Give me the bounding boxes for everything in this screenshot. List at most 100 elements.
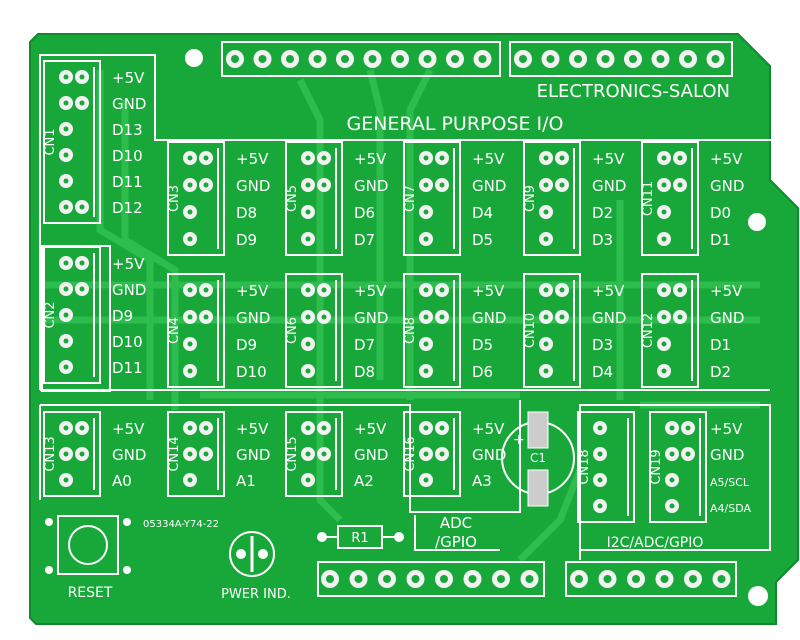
pin-pad-hole xyxy=(423,425,429,431)
pin-label: A1 xyxy=(236,472,256,490)
pin-label: A2 xyxy=(354,472,374,490)
pin-label: A3 xyxy=(472,472,492,490)
pin-pad-hole xyxy=(597,451,603,457)
mounting-hole-top-left xyxy=(185,49,203,67)
pin-pad-hole xyxy=(63,477,69,483)
header-pad-hole xyxy=(711,55,720,63)
pin-pad-hole xyxy=(187,155,193,161)
connector-housing xyxy=(43,60,101,224)
pin-label: D13 xyxy=(112,121,143,139)
connector-housing xyxy=(523,141,581,256)
pin-pad-hole xyxy=(597,425,603,431)
connector-housing xyxy=(167,141,225,256)
pin-pad-alt-hole xyxy=(79,286,85,292)
r1-label: R1 xyxy=(351,531,368,546)
pin-pad-hole xyxy=(543,314,549,320)
pin-label: +5V xyxy=(472,150,505,168)
pin-pad-hole xyxy=(423,209,429,215)
pin-pad-alt-hole xyxy=(559,155,565,161)
pin-pad-hole xyxy=(63,74,69,80)
pin-pad-alt-hole xyxy=(439,451,445,457)
pin-label: D6 xyxy=(472,363,493,381)
pin-label: D10 xyxy=(112,333,143,351)
pin-pad-alt-hole xyxy=(321,155,327,161)
connector-name: CN16 xyxy=(403,436,418,471)
pin-pad-hole xyxy=(63,364,69,370)
pin-pad-hole xyxy=(423,314,429,320)
pin-pad-hole xyxy=(63,260,69,266)
pin-pad-hole xyxy=(661,287,667,293)
pin-pad-hole xyxy=(543,236,549,242)
pin-label: D1 xyxy=(710,231,731,249)
pin-label: D11 xyxy=(112,359,143,377)
c1-label: C1 xyxy=(530,451,546,465)
pin-label: +5V xyxy=(710,282,743,300)
pin-pad-alt-hole xyxy=(79,74,85,80)
pin-pad-hole xyxy=(543,155,549,161)
header-pad-hole xyxy=(258,55,267,63)
pin-label: +5V xyxy=(112,255,145,273)
part-number-label: 05334A-Y74-22 xyxy=(143,519,219,530)
pin-pad-hole xyxy=(669,451,675,457)
pin-label: D2 xyxy=(710,363,731,381)
header-pad-hole xyxy=(574,55,582,63)
pin-pad-alt-hole xyxy=(203,314,209,320)
header-pad-hole xyxy=(656,55,665,63)
pin-pad-hole xyxy=(423,368,429,374)
connector-name: CN2 xyxy=(43,301,58,328)
power-label: PWER IND. xyxy=(221,587,291,602)
pin-label: D5 xyxy=(472,231,493,249)
pin-pad-hole xyxy=(305,287,311,293)
pin-pad-hole xyxy=(63,451,69,457)
mounting-hole-bottom-right xyxy=(748,586,768,606)
adc-label-2: /GPIO xyxy=(435,533,477,551)
connector-housing xyxy=(285,273,343,388)
header-pad-hole xyxy=(368,55,377,63)
pin-pad-alt-hole xyxy=(79,260,85,266)
header-pad-hole xyxy=(326,575,334,583)
pin-label: A4/SDA xyxy=(710,502,751,515)
connector-housing xyxy=(285,141,343,256)
pin-pad-hole xyxy=(187,236,193,242)
pin-pad-alt-hole xyxy=(79,425,85,431)
pin-pad-hole xyxy=(63,312,69,318)
pin-label: D8 xyxy=(354,363,375,381)
pin-pad-hole xyxy=(597,477,603,483)
pin-label: +5V xyxy=(354,150,387,168)
header-top-left-frame xyxy=(221,41,501,77)
pin-pad-alt-hole xyxy=(439,425,445,431)
pin-label: GND xyxy=(710,309,744,327)
pin-label: +5V xyxy=(710,150,743,168)
header-pad-hole xyxy=(354,575,363,583)
pin-pad-hole xyxy=(423,182,429,188)
pin-label: D12 xyxy=(112,199,143,217)
pin-label: +5V xyxy=(592,282,625,300)
pin-label: +5V xyxy=(236,150,269,168)
pin-pad-hole xyxy=(423,451,429,457)
pin-label: D9 xyxy=(236,336,257,354)
pin-label: D2 xyxy=(592,204,613,222)
header-pad-hole xyxy=(313,55,322,63)
pin-label: D10 xyxy=(236,363,267,381)
pin-pad-alt-hole xyxy=(559,287,565,293)
header-pad-hole xyxy=(411,575,420,583)
header-bottom-left xyxy=(321,570,539,588)
connector-housing xyxy=(167,411,225,497)
header-pad-hole xyxy=(660,575,669,583)
adc-label-1: ADC xyxy=(440,514,472,532)
connector-name: CN19 xyxy=(649,449,664,484)
pin-pad-hole xyxy=(669,503,675,509)
pin-pad-hole xyxy=(669,425,675,431)
pin-label: A5/SCL xyxy=(710,476,750,489)
connector-housing xyxy=(43,411,101,497)
connector-housing xyxy=(43,246,101,384)
connector-name: CN15 xyxy=(285,436,300,471)
connector-housing xyxy=(577,411,635,523)
pin-label: GND xyxy=(472,309,506,327)
